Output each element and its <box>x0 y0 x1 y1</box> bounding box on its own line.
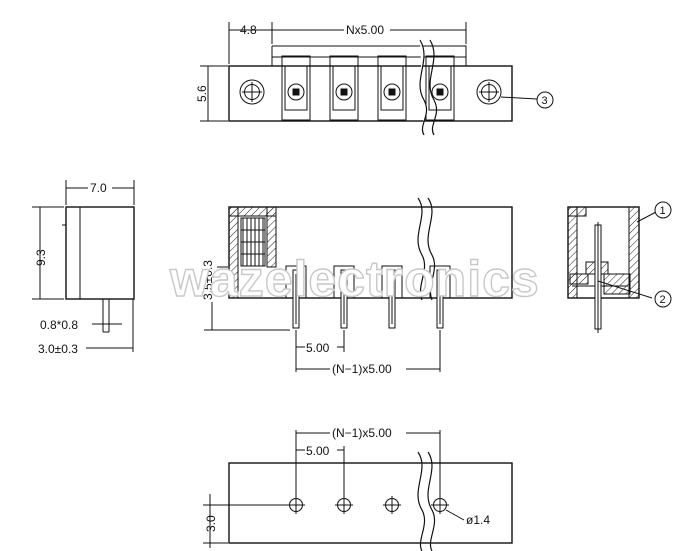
dim-front-pitch: 5.00 <box>306 341 330 355</box>
svg-text:3: 3 <box>542 95 548 107</box>
screw-thread <box>240 217 266 267</box>
pcb-view <box>203 430 513 551</box>
mounting-hole-right <box>476 79 502 105</box>
balloon-1: 1 <box>654 201 672 219</box>
dim-left-offset: 4.8 <box>240 23 257 37</box>
dim-pitch-total: Nx5.00 <box>346 23 384 37</box>
top-view <box>200 22 538 136</box>
dim-hole-diameter: ø1.4 <box>466 513 490 527</box>
dim-top-height: 5.6 <box>195 85 209 102</box>
dim-pcb-pitch: 5.00 <box>306 444 330 458</box>
watermark: wazelectronics <box>169 251 540 307</box>
front-pins <box>285 265 451 329</box>
pcb-holes <box>287 496 449 514</box>
balloon-2: 2 <box>654 290 672 308</box>
section-view <box>567 206 657 333</box>
dim-pin-size: 0.8*0.8 <box>40 318 78 332</box>
balloon-3: 3 <box>536 91 554 109</box>
dim-front-span: (N−1)x5.00 <box>332 362 392 376</box>
svg-text:1: 1 <box>660 205 666 217</box>
dim-pcb-span: (N−1)x5.00 <box>332 426 392 440</box>
dim-side-height: 9.3 <box>34 249 48 266</box>
dim-side-width: 7.0 <box>90 181 107 195</box>
svg-text:2: 2 <box>660 294 666 306</box>
dim-pin-offset: 3.5±0.3 <box>201 260 215 300</box>
front-view <box>204 197 513 372</box>
dim-pin-length: 3.0±0.3 <box>38 342 78 356</box>
top-terminals <box>281 55 455 121</box>
dim-pcb-edge: 3.0 <box>204 515 218 532</box>
side-view <box>32 180 135 352</box>
mounting-hole-left <box>239 79 265 105</box>
